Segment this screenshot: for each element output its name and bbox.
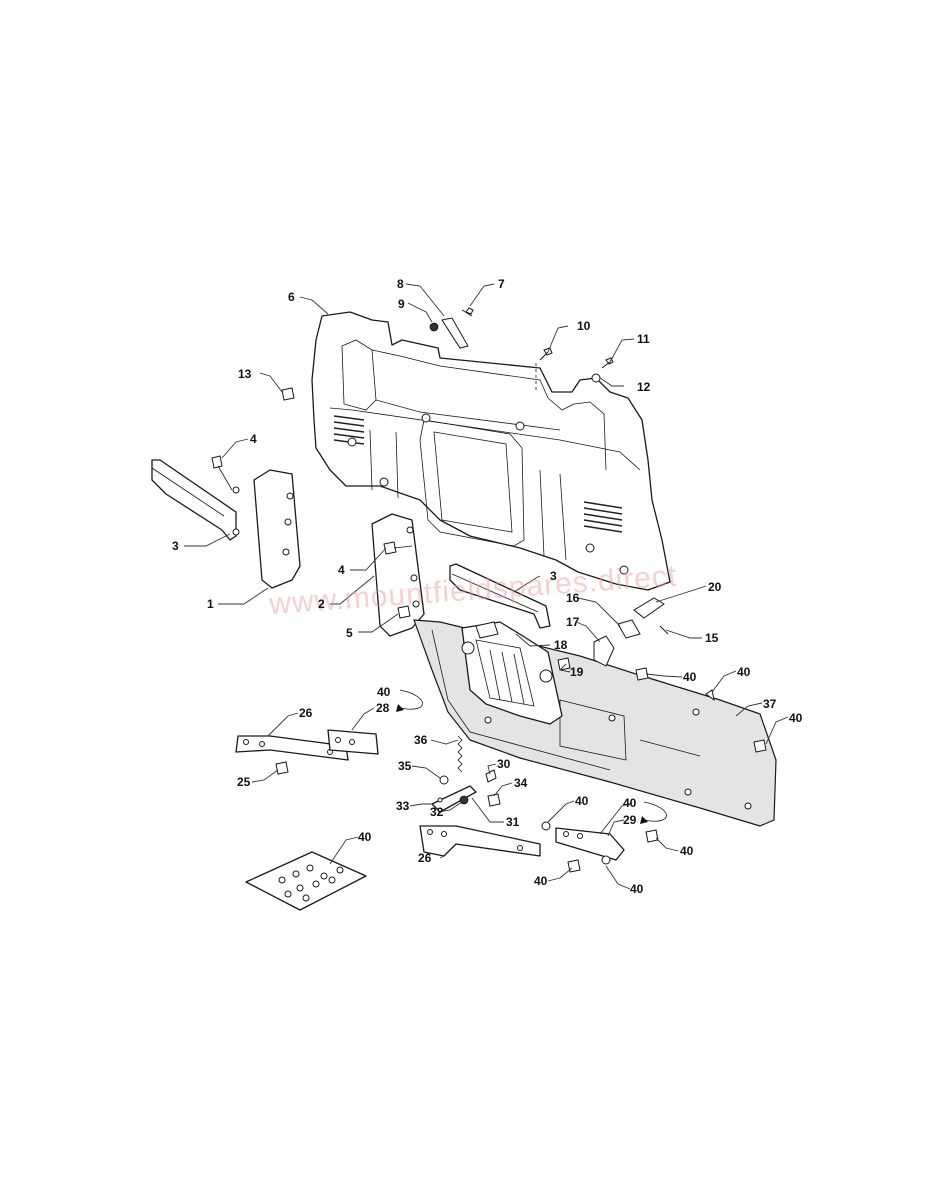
bolt-part-5: [397, 605, 411, 619]
nut-part-40-g: [601, 855, 611, 865]
latch-plate-part-18: [461, 621, 563, 725]
callout-40-g: 40: [630, 882, 644, 896]
bolt-part-4-upper: [211, 455, 233, 491]
leader-lines: [184, 283, 789, 890]
callout-12: 12: [637, 380, 651, 394]
callout-25: 25: [237, 775, 251, 789]
callout-3-left: 3: [172, 539, 179, 553]
clip-part-8: [441, 317, 469, 349]
callout-3-center: 3: [550, 569, 557, 583]
link-part-28: [327, 729, 379, 755]
washer-part-12: [591, 373, 601, 383]
screw-part-11: [601, 357, 614, 369]
callout-26-lower: 26: [418, 851, 432, 865]
hook-part-17: [593, 635, 615, 667]
callout-20: 20: [708, 580, 722, 594]
callout-17: 17: [566, 615, 580, 629]
callout-35: 35: [398, 759, 412, 773]
callout-40-b: 40: [737, 665, 751, 679]
nut-part-35: [439, 775, 449, 785]
callout-10: 10: [577, 319, 591, 333]
callout-4-upper: 4: [250, 432, 257, 446]
screw-part-15: [659, 625, 669, 635]
callout-40-upper-arrow: 40: [377, 685, 391, 699]
lever-part-33: [431, 785, 477, 813]
screw-part-40-b: [705, 689, 715, 702]
callout-30: 30: [497, 757, 511, 771]
screw-part-30: [485, 769, 497, 783]
hardware-top-group: [281, 307, 614, 401]
callout-16: 16: [566, 591, 580, 605]
callout-5: 5: [346, 626, 353, 640]
rear-body-housing-part-6: [311, 311, 671, 591]
latch-part-16: [617, 619, 641, 639]
callout-labels: 6 8 9 7 10 11 12 13 4 3 1 4 2 5 3 16 20 …: [172, 277, 803, 896]
callout-31: 31: [506, 815, 520, 829]
callout-40-f: 40: [534, 874, 548, 888]
bolt-part-25: [275, 761, 289, 775]
hardware-right-group: [557, 597, 767, 753]
bolt-part-19: [557, 657, 571, 671]
callout-36: 36: [414, 733, 428, 747]
bolt-part-40-c: [753, 739, 767, 753]
callout-11: 11: [637, 332, 650, 346]
link-part-29: [555, 827, 625, 861]
nut-part-40-d: [541, 821, 551, 831]
callout-40-e: 40: [680, 844, 694, 858]
callout-8: 8: [397, 277, 404, 291]
callout-13: 13: [238, 367, 252, 381]
callout-18: 18: [554, 638, 568, 652]
side-plate-part-2: [371, 513, 425, 637]
callout-28: 28: [376, 701, 390, 715]
screw-part-7: [461, 307, 474, 317]
callout-2: 2: [318, 597, 325, 611]
callout-34: 34: [514, 776, 528, 790]
callout-40-c: 40: [789, 711, 803, 725]
callout-15: 15: [705, 631, 719, 645]
center-bracket-part-3: [449, 563, 551, 629]
side-plate-part-1: [253, 469, 301, 589]
callout-33: 33: [396, 799, 410, 813]
callout-6: 6: [288, 290, 295, 304]
rotation-arrow-upper: [396, 689, 423, 712]
hardware-bag-part-40: [245, 851, 367, 911]
left-bracket-part-3: [151, 459, 240, 541]
strap-part-20: [633, 597, 665, 619]
bolt-part-4-lower: [383, 541, 413, 555]
callout-37: 37: [763, 697, 777, 711]
callout-40-d: 40: [575, 794, 589, 808]
rotation-arrow-lower: [640, 801, 667, 824]
screw-part-10: [539, 347, 553, 361]
callout-40-a: 40: [683, 670, 697, 684]
nut-part-9: [429, 322, 439, 332]
callout-4-lower: 4: [338, 563, 345, 577]
callout-40-bag: 40: [358, 830, 372, 844]
callout-19: 19: [570, 665, 584, 679]
clip-part-13: [281, 387, 295, 401]
spring-part-36: [457, 735, 463, 773]
callout-1: 1: [207, 597, 214, 611]
callout-26-upper: 26: [299, 706, 313, 720]
bolt-part-40-e: [645, 829, 659, 843]
bolt-part-40-a: [635, 667, 649, 681]
hinge-part-26-lower: [419, 825, 541, 857]
callout-32: 32: [430, 805, 444, 819]
watermark-text: www.mountfieldspares.direct: [267, 560, 678, 622]
callout-7: 7: [498, 277, 505, 291]
callout-9: 9: [398, 297, 405, 311]
callout-29: 29: [623, 813, 637, 827]
callout-40-lower-arrow: 40: [623, 796, 637, 810]
